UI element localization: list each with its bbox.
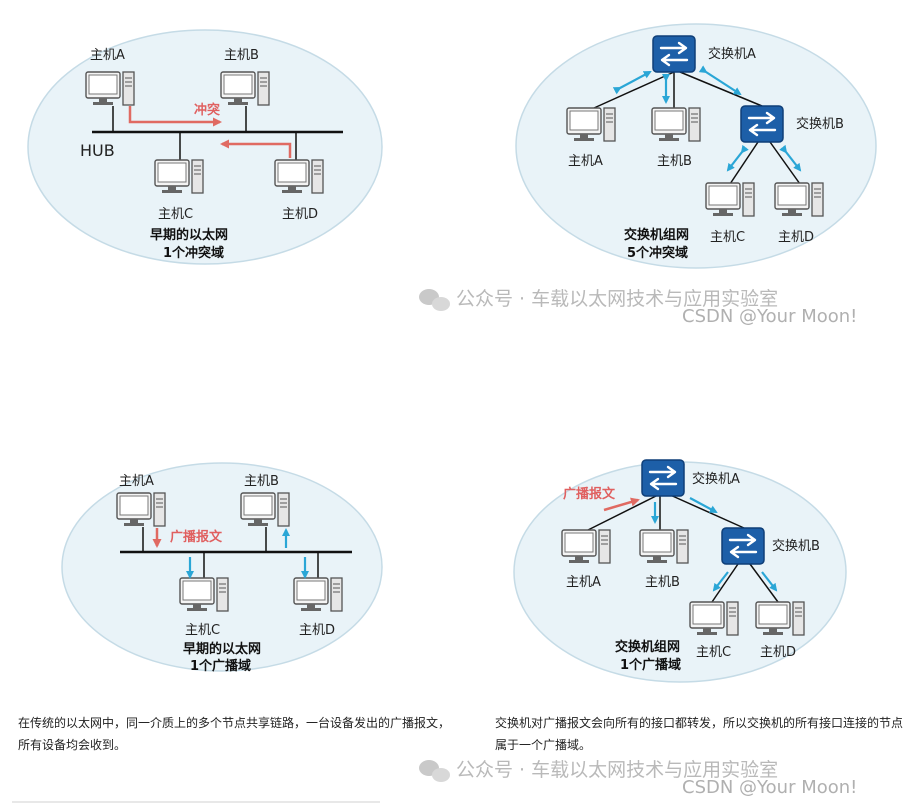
title-line2: 5个冲突域 bbox=[627, 245, 688, 261]
host-c-label: 主机C bbox=[185, 623, 220, 638]
watermark-group: 公众号 · 车载以太网技术与应用实验室 CSDN @Your Moon! bbox=[419, 288, 857, 327]
switch-b-label: 交换机B bbox=[772, 538, 820, 554]
broadcast-arrow bbox=[603, 497, 640, 512]
title-line1: 早期的以太网 bbox=[150, 227, 228, 243]
hub-label: HUB bbox=[80, 141, 115, 160]
collision-arrow-right bbox=[128, 106, 222, 127]
caption-right: 交换机对广播报文会向所有的接口都转发，所以交换机的所有接口连接的节点属于一个广播… bbox=[495, 716, 904, 752]
csdn-watermark: CSDN @Your Moon! bbox=[682, 306, 857, 327]
link-arrow bbox=[612, 71, 652, 95]
host-d-label: 主机D bbox=[282, 207, 318, 222]
link-arrow bbox=[779, 144, 802, 172]
host-c-label: 主机C bbox=[710, 230, 745, 245]
host-c-label: 主机C bbox=[158, 207, 193, 222]
panel-hub-collision: 主机A 主机B 主机C 主机D HUB 冲突 早期的以太网 1个冲突域 bbox=[27, 29, 383, 265]
domain-ellipse bbox=[515, 23, 877, 269]
host-b-label: 主机B bbox=[244, 474, 279, 489]
title-line1: 交换机组网 bbox=[624, 227, 689, 243]
title-line2: 1个广播域 bbox=[620, 657, 681, 673]
host-b-label: 主机B bbox=[224, 48, 259, 63]
broadcast-label: 广播报文 bbox=[170, 529, 223, 545]
link-arrow bbox=[698, 65, 742, 96]
panel-hub-broadcast: 主机A 主机B 主机C 主机D 广播报文 早期的以太网 1个广播域 bbox=[61, 462, 383, 674]
switch-a-icon bbox=[640, 458, 686, 498]
collision-label: 冲突 bbox=[194, 102, 220, 118]
host-a-label: 主机A bbox=[90, 48, 125, 63]
forward-arrow bbox=[689, 497, 718, 513]
wechat-watermark: 公众号 · 车载以太网技术与应用实验室 bbox=[456, 288, 778, 310]
switch-b-icon bbox=[739, 104, 785, 144]
title-line1: 交换机组网 bbox=[615, 639, 680, 655]
host-a-label: 主机A bbox=[119, 474, 154, 489]
host-b-label: 主机B bbox=[645, 575, 680, 590]
watermark-group: 公众号 · 车载以太网技术与应用实验室 CSDN @Your Moon! bbox=[419, 759, 857, 798]
switch-a-label: 交换机A bbox=[708, 46, 756, 62]
switch-b-icon bbox=[720, 526, 766, 566]
forward-arrow bbox=[712, 571, 729, 592]
panel-switch-broadcast: 广播报文 交换机A 交换机B 主机A 主机B 主机C 主机D 交换机组网 1个广… bbox=[513, 458, 847, 683]
host-d-label: 主机D bbox=[760, 645, 796, 660]
host-d-label: 主机D bbox=[299, 623, 335, 638]
domain-ellipse bbox=[61, 462, 383, 672]
wechat-icon bbox=[419, 289, 450, 311]
host-c-label: 主机C bbox=[696, 645, 731, 660]
title-line2: 1个冲突域 bbox=[163, 245, 224, 261]
link-arrow bbox=[726, 144, 749, 172]
title-line2: 1个广播域 bbox=[190, 658, 251, 674]
wechat-watermark: 公众号 · 车载以太网技术与应用实验室 bbox=[456, 759, 778, 781]
host-b-label: 主机B bbox=[657, 154, 692, 169]
csdn-watermark: CSDN @Your Moon! bbox=[682, 777, 857, 798]
panel-switch-collision: 交换机A 交换机B 主机A 主机B 主机C 主机D 交换机组网 5个冲突域 bbox=[515, 23, 877, 269]
title-line1: 早期的以太网 bbox=[183, 641, 261, 657]
broadcast-label: 广播报文 bbox=[563, 486, 616, 502]
wechat-icon bbox=[419, 760, 450, 782]
host-a-label: 主机A bbox=[568, 154, 603, 169]
switch-a-icon bbox=[651, 34, 697, 74]
host-d-label: 主机D bbox=[778, 230, 814, 245]
collision-arrow-left bbox=[220, 139, 292, 158]
forward-arrow bbox=[761, 571, 778, 592]
switch-a-label: 交换机A bbox=[692, 471, 740, 487]
host-a-label: 主机A bbox=[566, 575, 601, 590]
switch-b-label: 交换机B bbox=[796, 116, 844, 132]
caption-left: 在传统的以太网中，同一介质上的多个节点共享链路，一台设备发出的广播报文，所有设备… bbox=[18, 716, 451, 752]
